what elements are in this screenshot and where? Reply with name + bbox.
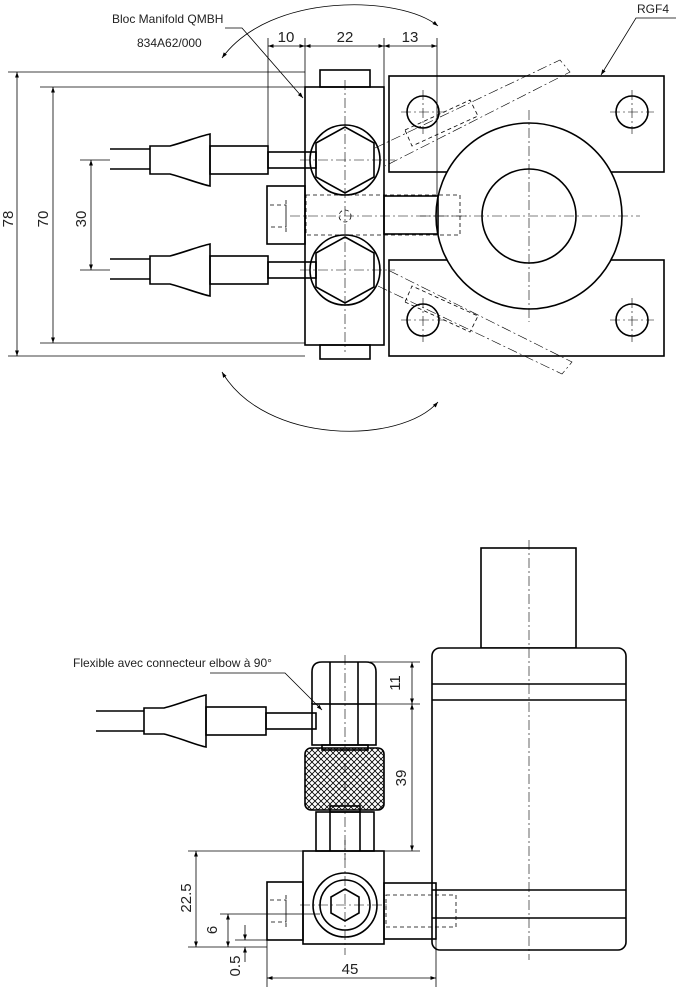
dim-hose-offset: 10 bbox=[278, 29, 295, 46]
dim-offset-small: 0.5 bbox=[227, 956, 244, 977]
side-screw bbox=[266, 185, 306, 245]
dim-fitting-stack: 39 bbox=[393, 770, 410, 787]
callout-hose-leader bbox=[210, 672, 323, 711]
callout-manifold-ref: 834A62/000 bbox=[137, 36, 202, 50]
dim-overall-height: 78 bbox=[0, 211, 17, 228]
top-view: 78 70 30 10 22 13 Bloc Manifold QMBH 834… bbox=[0, 2, 676, 432]
elbow-hose bbox=[96, 694, 317, 748]
callout-hose: Flexible avec connecteur elbow à 90° bbox=[73, 656, 272, 670]
dim-block-height-side: 22.5 bbox=[178, 883, 195, 912]
dim-block-height: 70 bbox=[35, 211, 52, 228]
hose-top bbox=[110, 133, 317, 187]
upper-hex-nut bbox=[311, 703, 377, 746]
callout-manifold-name: Bloc Manifold QMBH bbox=[112, 12, 223, 26]
callout-manifold-leader bbox=[225, 27, 304, 99]
hose-bottom bbox=[110, 243, 317, 297]
side-screw-side bbox=[266, 881, 304, 941]
callout-cylinder: RGF4 bbox=[637, 2, 669, 16]
dim-cylinder-offset: 13 bbox=[402, 29, 419, 46]
rotation-arc-top bbox=[221, 4, 439, 59]
top-hex-cap bbox=[311, 661, 377, 704]
piston-rod bbox=[480, 547, 577, 649]
knurled-nut bbox=[304, 747, 385, 811]
callout-cylinder-leader bbox=[600, 17, 676, 76]
rotated-hose-phantom bbox=[374, 59, 573, 375]
dim-port-center: 6 bbox=[204, 926, 221, 934]
dim-cap-height: 11 bbox=[387, 675, 404, 691]
manifold-port-passage bbox=[305, 194, 461, 236]
dim-total-width: 45 bbox=[342, 961, 359, 978]
rotation-arc-bottom bbox=[221, 371, 439, 432]
dim-manifold-width: 22 bbox=[337, 29, 354, 46]
side-view: 11 39 22.5 6 0.5 45 Flexible avec connec… bbox=[73, 540, 627, 987]
dim-port-spacing: 30 bbox=[73, 211, 90, 228]
